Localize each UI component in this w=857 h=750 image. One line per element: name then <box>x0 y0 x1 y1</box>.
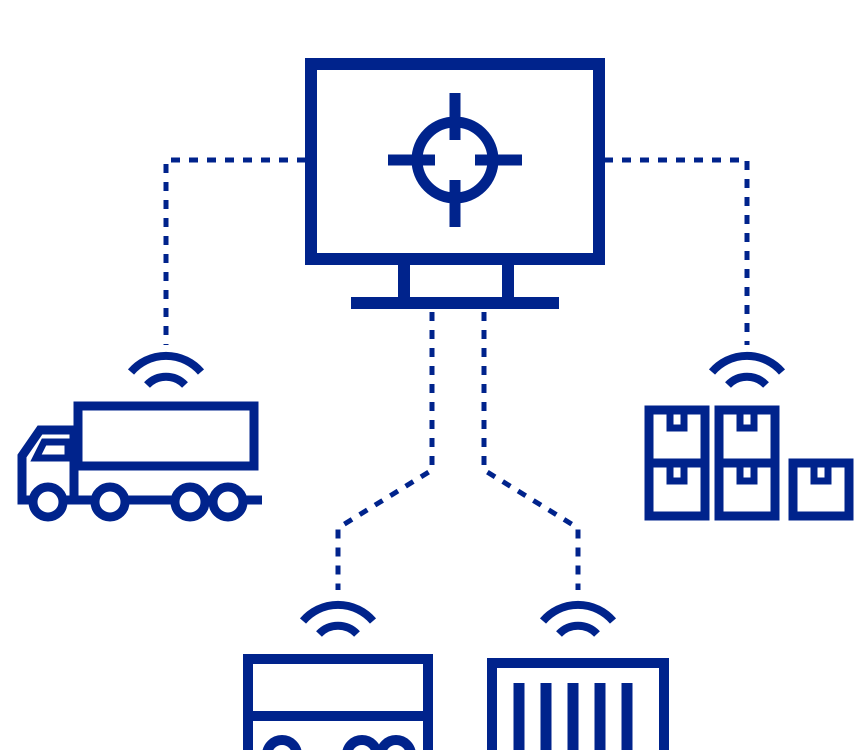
truck-cab <box>17 425 79 505</box>
truck-window <box>30 438 72 462</box>
truck-wheel <box>208 482 248 522</box>
truck-trailer <box>73 401 259 471</box>
wireless-signal-icon <box>708 351 786 388</box>
box <box>714 405 780 468</box>
truck-icon <box>17 401 262 522</box>
box <box>644 458 710 521</box>
delivery-vehicle-icon <box>243 654 433 750</box>
shipping-container-icon <box>487 658 669 750</box>
crosshair-icon <box>388 93 522 227</box>
connector-monitor-truck <box>163 157 306 345</box>
box <box>714 458 780 521</box>
vehicle-wheel <box>376 735 416 750</box>
wireless-signal-icon <box>127 351 205 388</box>
connections <box>163 157 750 590</box>
truck-wheel <box>170 482 210 522</box>
monitor-screen <box>305 58 605 265</box>
connector-monitor-container <box>481 312 581 590</box>
stacked-boxes-icon <box>644 405 854 521</box>
wireless-signal-icon <box>299 600 377 637</box>
box <box>788 458 854 521</box>
connector-monitor-van <box>335 312 435 590</box>
container-body <box>487 658 669 750</box>
truck-wheel <box>90 482 130 522</box>
vehicle-wheel <box>342 735 382 750</box>
truck-wheel <box>28 482 68 522</box>
monitor-target-icon <box>305 58 605 309</box>
connector-monitor-boxes <box>604 157 750 345</box>
vehicle-wheel <box>262 735 302 750</box>
wireless-signal-icon <box>539 600 617 637</box>
box <box>644 405 710 468</box>
